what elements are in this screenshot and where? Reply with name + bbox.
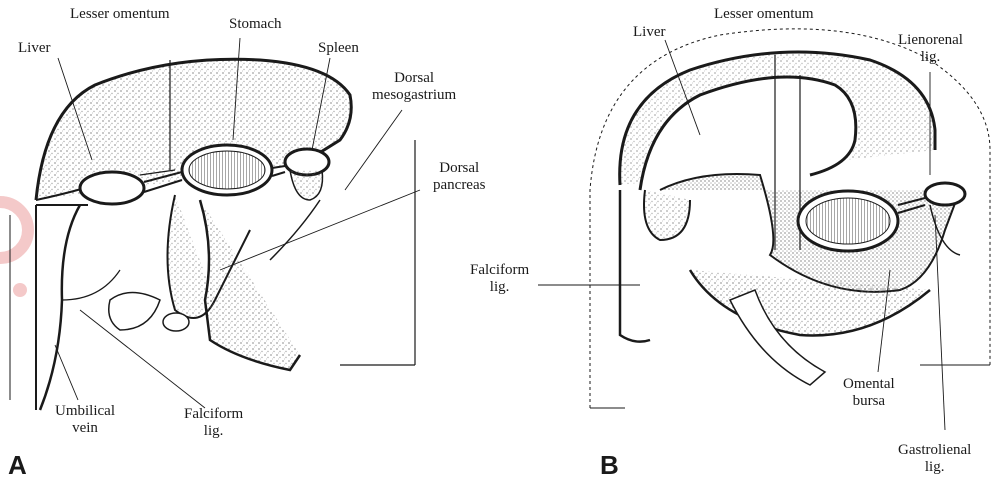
label-a-spleen: Spleen [318,40,359,57]
label-b-omental-bursa: Omental bursa [843,376,895,410]
label-a-umbilical-vein: Umbilical vein [55,403,115,437]
label-b-falciform-lig: Falciform lig. [470,262,529,296]
panel-a-letter: A [8,452,27,478]
label-a-dorsal-pancreas: Dorsal pancreas [433,160,485,194]
label-b-liver: Liver [633,24,665,41]
label-b-gastrolienal-lig: Gastrolienal lig. [898,442,971,476]
panel-b-drawing [538,29,990,430]
label-b-lesser-omentum: Lesser omentum [714,6,814,23]
label-a-stomach: Stomach [229,16,282,33]
label-a-falciform-lig: Falciform lig. [184,406,243,440]
label-a-dorsal-mesogastrium: Dorsal mesogastrium [372,70,456,104]
panel-b-letter: B [600,452,619,478]
panel-a-drawing [10,38,420,410]
label-b-lienorenal-lig: Lienorenal lig. [898,32,963,66]
label-a-liver: Liver [18,40,50,57]
label-a-lesser-omentum: Lesser omentum [70,6,170,23]
